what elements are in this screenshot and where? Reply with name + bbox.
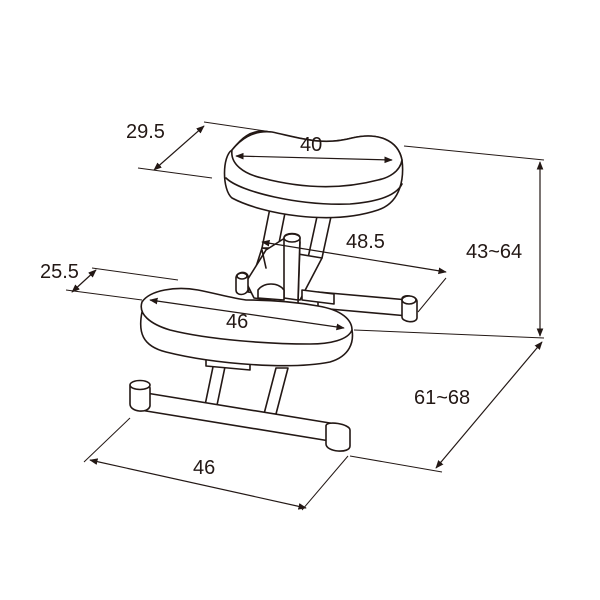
dimension-lines (65, 121, 545, 511)
dimension-labels: 29.5 40 48.5 43~64 25.5 46 46 61~68 (40, 121, 522, 479)
front-base-bar (129, 379, 351, 452)
label-knee-pad-depth: 25.5 (40, 261, 79, 283)
label-knee-pad-width: 46 (226, 311, 248, 333)
label-base-depth: 61~68 (414, 387, 470, 409)
chair-illustration (129, 130, 418, 452)
label-seat-width: 40 (300, 134, 322, 156)
label-seat-depth: 29.5 (126, 121, 165, 143)
label-base-width: 46 (193, 457, 215, 479)
label-seat-height: 43~64 (466, 241, 522, 263)
label-seat-depth-rear: 48.5 (346, 231, 385, 253)
